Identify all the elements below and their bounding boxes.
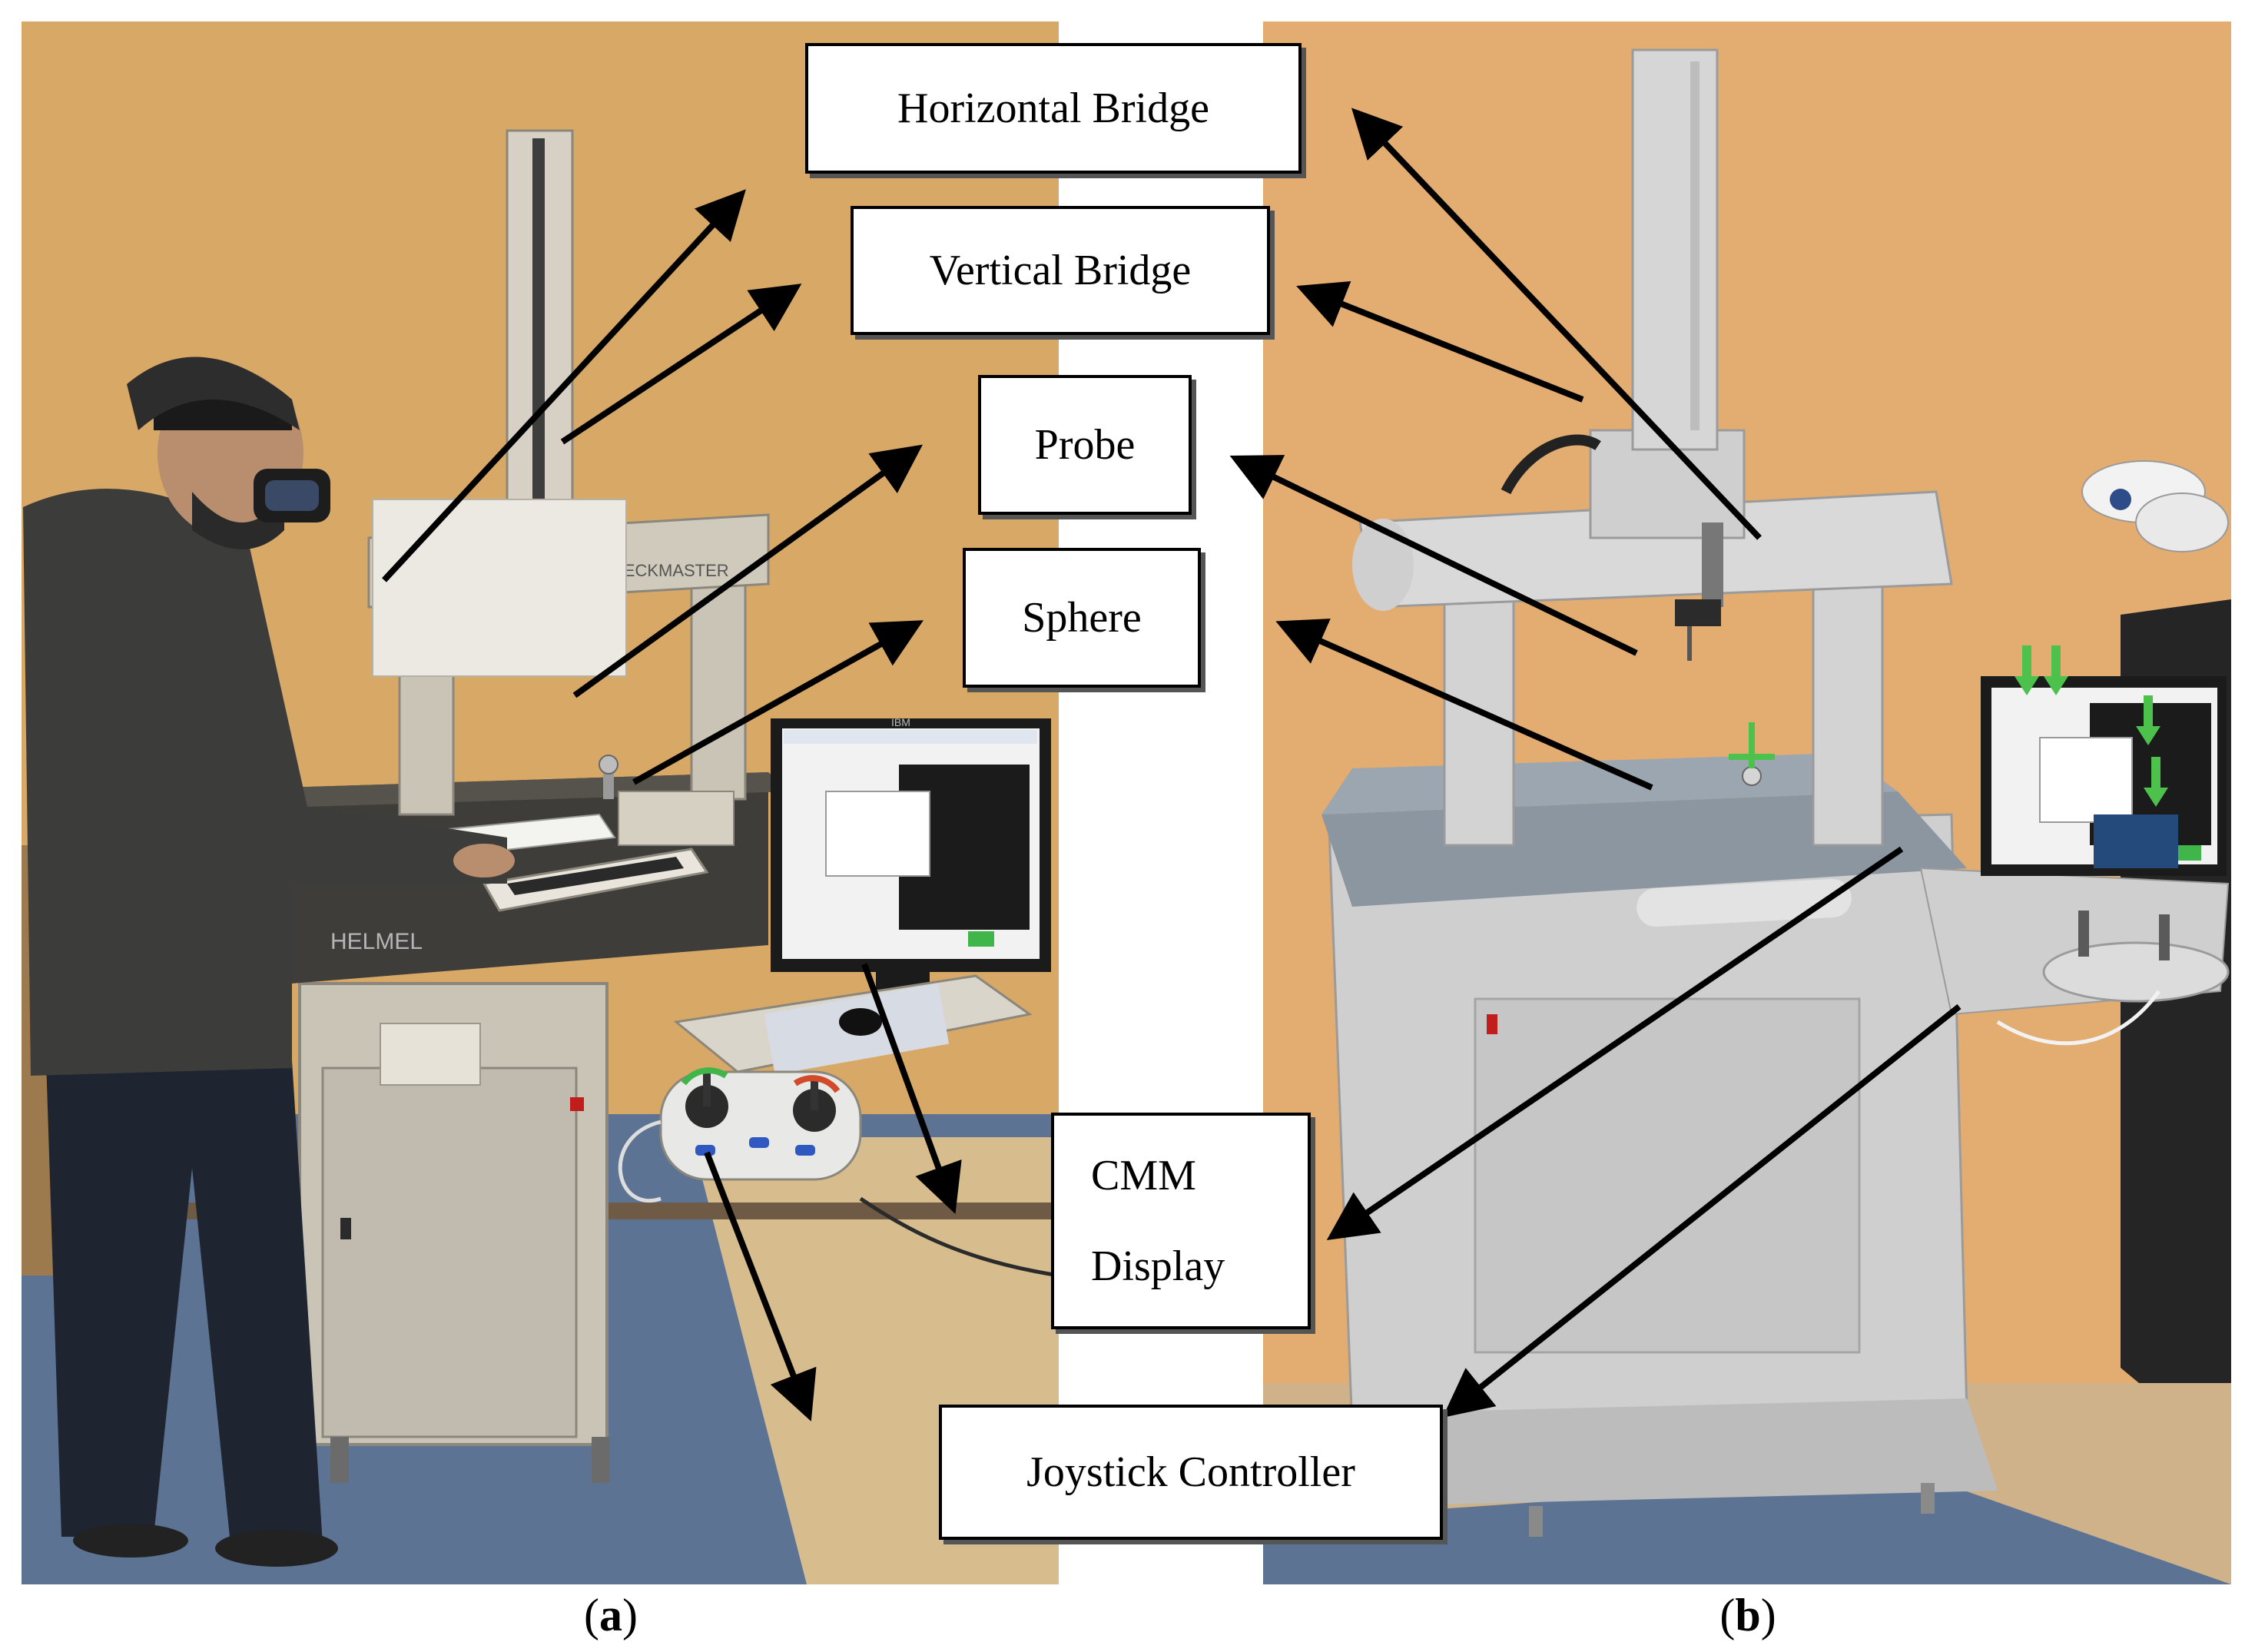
arrow-icon xyxy=(382,108,1961,1421)
sphere xyxy=(1742,766,1762,786)
monitor-brand-text: IBM xyxy=(891,716,910,728)
joystick-icon xyxy=(659,1067,862,1181)
label-sphere: Sphere xyxy=(963,548,1201,688)
label-cmm-display-line1: CMM xyxy=(1091,1152,1196,1199)
photo-b xyxy=(1263,22,2231,1584)
label-vertical-bridge-text: Vertical Bridge xyxy=(929,247,1192,294)
label-sphere-text: Sphere xyxy=(1022,594,1142,642)
label-cmm-display: CMM Display xyxy=(1051,1113,1311,1329)
label-horizontal-bridge: Horizontal Bridge xyxy=(805,43,1302,174)
base-brand-text: HELMEL xyxy=(330,929,423,954)
label-joystick-controller-text: Joystick Controller xyxy=(1026,1448,1355,1496)
sphere xyxy=(599,755,618,775)
caption-b: (b) xyxy=(1719,1590,1776,1640)
person-icon xyxy=(23,369,515,1567)
probe xyxy=(1702,522,1723,607)
headset-icon xyxy=(127,357,330,522)
label-horizontal-bridge-text: Horizontal Bridge xyxy=(897,85,1209,132)
label-joystick-controller: Joystick Controller xyxy=(939,1405,1443,1540)
label-probe: Probe xyxy=(978,375,1192,515)
caption-a: (a) xyxy=(584,1590,638,1640)
label-probe-text: Probe xyxy=(1034,421,1136,469)
label-vertical-bridge: Vertical Bridge xyxy=(851,206,1270,335)
label-cmm-display-line2: Display xyxy=(1091,1242,1225,1290)
vertical-ram xyxy=(1631,48,1719,451)
